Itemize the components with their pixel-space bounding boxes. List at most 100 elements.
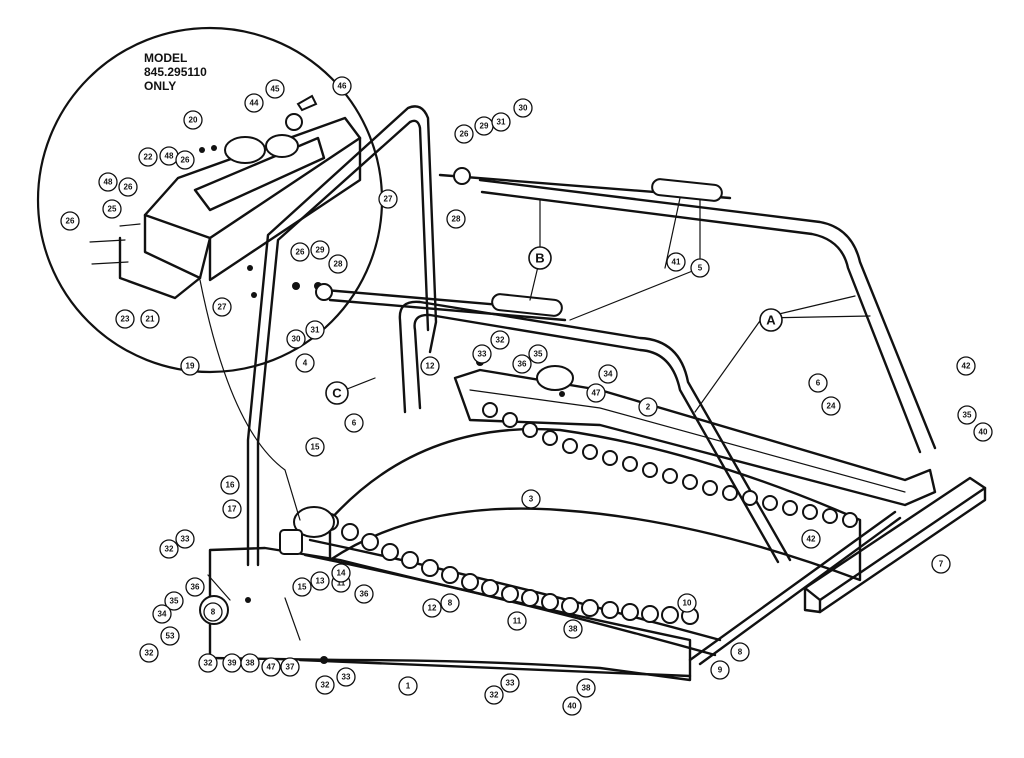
callout-circle bbox=[102, 199, 122, 219]
callout-label: 38 bbox=[246, 659, 255, 668]
callout-circle bbox=[563, 619, 583, 639]
callout-circle bbox=[957, 405, 977, 425]
callout-2: 2 bbox=[638, 397, 658, 417]
callout-label: 24 bbox=[827, 402, 836, 411]
callout-label: 20 bbox=[189, 116, 198, 125]
callout-circle bbox=[956, 356, 976, 376]
console-cable bbox=[199, 279, 301, 521]
callout-5: 5 bbox=[690, 258, 710, 278]
callout-label: 33 bbox=[478, 350, 487, 359]
callout-label: 7 bbox=[939, 560, 944, 569]
callout-label: 47 bbox=[592, 389, 601, 398]
callout-circle bbox=[638, 397, 658, 417]
handrail-frame-c bbox=[246, 105, 438, 567]
callout-label: 36 bbox=[360, 590, 369, 599]
callout-circle bbox=[801, 529, 821, 549]
assembly-letter-label: C bbox=[332, 386, 342, 401]
callout-label: 21 bbox=[146, 315, 155, 324]
callout-38: 38 bbox=[240, 653, 260, 673]
callout-circle bbox=[203, 602, 223, 622]
assembly-letter-c: C bbox=[325, 381, 349, 405]
callout-label: 4 bbox=[303, 359, 308, 368]
callout-circle bbox=[354, 584, 374, 604]
callout-29: 29 bbox=[474, 116, 494, 136]
callout-31: 31 bbox=[305, 320, 325, 340]
callout-label: 37 bbox=[286, 663, 295, 672]
callout-circle bbox=[286, 329, 306, 349]
callout-4: 4 bbox=[295, 353, 315, 373]
callout-8: 8 bbox=[203, 602, 223, 622]
callout-label: 46 bbox=[338, 82, 347, 91]
callout-32: 32 bbox=[484, 685, 504, 705]
assembly-letter-circle bbox=[325, 381, 349, 405]
callout-label: 33 bbox=[342, 673, 351, 682]
callout-label: 42 bbox=[807, 535, 816, 544]
callout-label: 25 bbox=[108, 205, 117, 214]
callout-label: 30 bbox=[292, 335, 301, 344]
callout-circle bbox=[598, 364, 618, 384]
callout-circle bbox=[398, 676, 418, 696]
callout-circle bbox=[690, 258, 710, 278]
callout-label: 32 bbox=[204, 659, 213, 668]
callout-circle bbox=[315, 675, 335, 695]
callout-circle bbox=[420, 356, 440, 376]
callout-circle bbox=[521, 489, 541, 509]
callout-label: 38 bbox=[582, 684, 591, 693]
callout-circle bbox=[98, 172, 118, 192]
callout-circle bbox=[138, 147, 158, 167]
callout-17: 17 bbox=[222, 499, 242, 519]
callout-label: 41 bbox=[672, 258, 681, 267]
callout-circle bbox=[491, 112, 511, 132]
callout-33: 33 bbox=[472, 344, 492, 364]
callout-circle bbox=[140, 309, 160, 329]
callout-15: 15 bbox=[305, 437, 325, 457]
rear-roller-chain bbox=[482, 402, 858, 528]
callout-12: 12 bbox=[420, 356, 440, 376]
callout-label: 42 bbox=[962, 362, 971, 371]
callout-32: 32 bbox=[159, 539, 179, 559]
callout-circle bbox=[310, 240, 330, 260]
callout-37: 37 bbox=[280, 657, 300, 677]
callout-label: 9 bbox=[718, 666, 723, 675]
callout-label: 32 bbox=[490, 691, 499, 700]
callout-label: 32 bbox=[496, 336, 505, 345]
callout-label: 27 bbox=[384, 195, 393, 204]
assembly-letter-label: A bbox=[766, 313, 776, 328]
callout-21: 21 bbox=[140, 309, 160, 329]
detail-inset: MODEL 845.295110 ONLY bbox=[36, 26, 384, 374]
callout-circle bbox=[484, 685, 504, 705]
callout-22: 22 bbox=[138, 147, 158, 167]
callout-label: 26 bbox=[460, 130, 469, 139]
callout-33: 33 bbox=[336, 667, 356, 687]
callout-circle bbox=[220, 475, 240, 495]
console-gauges bbox=[224, 94, 318, 164]
callout-label: 39 bbox=[228, 659, 237, 668]
callout-label: 45 bbox=[271, 85, 280, 94]
callout-label: 40 bbox=[979, 428, 988, 437]
callout-8: 8 bbox=[730, 642, 750, 662]
callout-3: 3 bbox=[521, 489, 541, 509]
callout-label: 11 bbox=[337, 579, 346, 588]
model-note-line-3: ONLY bbox=[144, 79, 176, 93]
callout-label: 34 bbox=[158, 610, 167, 619]
callout-circle bbox=[332, 76, 352, 96]
callout-label: 26 bbox=[124, 183, 133, 192]
callout-label: 35 bbox=[534, 350, 543, 359]
callout-circle bbox=[290, 242, 310, 262]
callout-42: 42 bbox=[801, 529, 821, 549]
callout-36: 36 bbox=[354, 584, 374, 604]
callout-circle bbox=[472, 344, 492, 364]
callout-42: 42 bbox=[956, 356, 976, 376]
callout-11: 11 bbox=[507, 611, 527, 631]
callout-circle bbox=[562, 696, 582, 716]
callout-circle bbox=[507, 611, 527, 631]
callout-circle bbox=[331, 563, 351, 583]
callout-13: 13 bbox=[310, 571, 330, 591]
callout-label: 30 bbox=[519, 104, 528, 113]
callout-circle bbox=[677, 593, 697, 613]
callout-circle bbox=[808, 373, 828, 393]
callout-47: 47 bbox=[586, 383, 606, 403]
assembly-letter-circle bbox=[528, 246, 552, 270]
callout-8: 8 bbox=[440, 593, 460, 613]
